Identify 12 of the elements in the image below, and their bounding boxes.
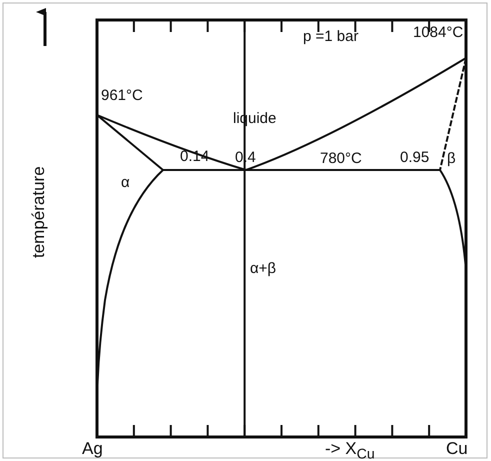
composition-label: 0.95: [400, 149, 430, 166]
pressure-label: p =1 bar: [303, 28, 358, 45]
axis-label: température: [30, 166, 47, 258]
axis-label: -> X$_{Cu}$: [325, 440, 375, 461]
temperature-label: 780°C: [320, 150, 362, 167]
temperature-label: 1084°C: [413, 24, 464, 41]
axis-label: Ag: [82, 440, 103, 457]
phase-label: α+β: [250, 260, 276, 277]
phase-label: α: [121, 174, 130, 191]
phase-label: β: [447, 150, 456, 167]
axis-label: Cu: [446, 440, 468, 457]
temperature-label: 961°C: [101, 87, 143, 104]
